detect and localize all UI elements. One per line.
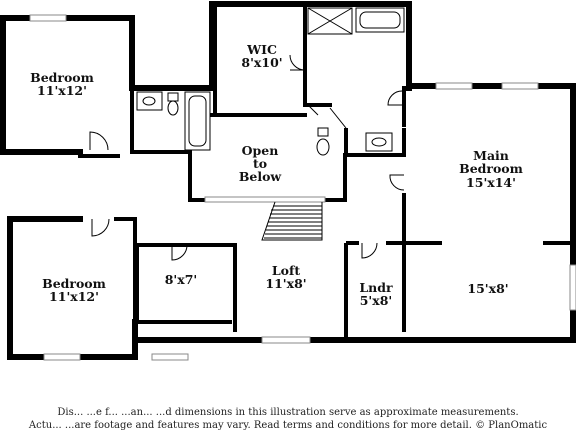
disclaimer-line-1: Dis... ...e f... ...an... ...d dimension… [57, 407, 519, 418]
bedroom-top-left-size: 11'x12' [37, 83, 87, 98]
small-room-size: 8'x7' [165, 272, 198, 287]
doors [89, 54, 405, 261]
open-to-below-line1: Open [242, 143, 279, 158]
interior-walls [8, 2, 576, 342]
open-to-below-line2: to [253, 156, 267, 171]
windows [29, 14, 576, 361]
toilet-icon [167, 92, 179, 102]
main-bedroom-name-line2: Bedroom [459, 161, 523, 176]
shower-icon [307, 7, 353, 35]
wic-name: WIC [246, 42, 277, 57]
floor-plan: Bedroom 11'x12' WIC 8'x10' Open to Below… [0, 1, 576, 361]
open-to-below-line3: Below [239, 169, 283, 184]
loft-size: 11'x8' [265, 276, 306, 291]
bedroom-bottom-left-size: 11'x12' [49, 289, 99, 304]
tub-master-icon [355, 7, 405, 33]
loft-name: Loft [272, 263, 301, 278]
sitting-area-size: 15'x8' [467, 281, 508, 296]
bedroom-top-left-name: Bedroom [30, 70, 94, 85]
stairs [261, 201, 323, 241]
disclaimer-line-2: Actu... ...are footage and features may … [28, 420, 548, 431]
main-bedroom-name-line1: Main [473, 148, 509, 163]
sink-icon [136, 91, 163, 111]
main-bedroom-size: 15'x14' [466, 175, 516, 190]
laundry-name: Lndr [359, 280, 393, 295]
master-toilet-icon [317, 127, 329, 137]
laundry-size: 5'x8' [360, 293, 393, 308]
bathtub-icon [184, 91, 211, 151]
bathroom-fixtures [136, 7, 405, 156]
wic-size: 8'x10' [241, 55, 282, 70]
bedroom-bottom-left-name: Bedroom [42, 276, 106, 291]
master-sink-icon [365, 132, 393, 152]
